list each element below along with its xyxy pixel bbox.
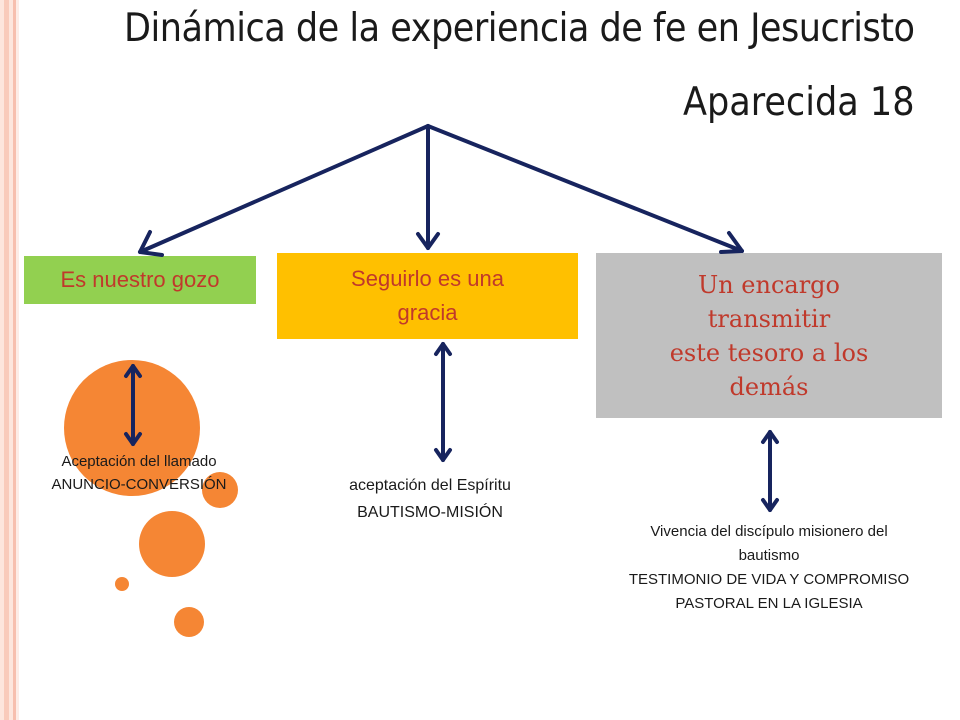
double-arrow-right [761,430,779,512]
double-arrow-center [434,342,452,462]
page-subtitle: Aparecida 18 [683,80,915,125]
left-stripe-decoration [0,0,19,720]
box-label-line: este tesoro a los [669,338,869,367]
small-circle [202,472,238,508]
double-arrow-left [124,364,142,446]
caption-line: Aceptación del llamado [61,453,217,470]
box-label-line: gracia [397,300,458,325]
caption-line: ANUNCIO-CONVERSIÓN [51,476,227,493]
medium-circle [139,511,205,577]
box-seguirlo-gracia: Seguirlo es una gracia [277,253,578,339]
box-label-line: demás [729,372,809,401]
box-label: Es nuestro gozo [60,267,220,292]
arrow-to-left-box [138,124,430,257]
caption-line: TESTIMONIO DE VIDA Y COMPROMISO [628,571,910,588]
box-es-nuestro-gozo: Es nuestro gozo [24,256,256,304]
page-title: Dinámica de la experiencia de fe en Jesu… [124,6,915,51]
arrow-to-center-box [416,124,440,250]
tiny-circle [115,577,129,591]
caption-line: aceptación del Espíritu [349,477,511,494]
caption-aceptacion-espiritu: aceptación del Espíritu BAUTISMO-MISIÓN [280,472,580,526]
box-label-line: Seguirlo es una [351,266,504,291]
caption-aceptacion-llamado: Aceptación del llamado ANUNCIO-CONVERSIÓ… [24,450,254,496]
box-label-line: transmitir [707,304,831,333]
caption-line: BAUTISMO-MISIÓN [357,504,503,521]
caption-vivencia-discipulo: Vivencia del discípulo misionero del bau… [596,520,942,616]
small-circle [174,607,204,637]
caption-line: Vivencia del discípulo misionero del [650,523,888,540]
caption-line: PASTORAL EN LA IGLESIA [675,595,863,612]
box-un-encargo: Un encargo transmitir este tesoro a los … [596,253,942,418]
box-label-line: Un encargo [697,270,840,299]
arrow-to-right-box [426,124,744,254]
caption-line: bautismo [738,547,800,564]
